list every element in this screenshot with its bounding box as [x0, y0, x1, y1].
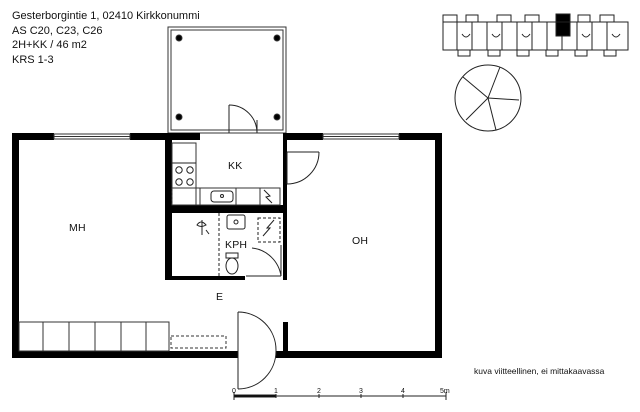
- wardrobes: [18, 321, 227, 352]
- room-label-e: E: [216, 291, 224, 303]
- floors-text: KRS 1-3: [12, 53, 54, 66]
- disclaimer-text: kuva viitteellinen, ei mittakaavassa: [474, 366, 605, 376]
- kitchen-sink-icon: [210, 190, 234, 203]
- scale-label: 3: [359, 388, 363, 395]
- scale-label: 2: [317, 388, 321, 395]
- key-plan-icon: [442, 13, 629, 57]
- header-info: Gesterborgintie 1, 02410 Kirkkonummi AS …: [12, 9, 200, 67]
- type-area-text: 2H+KK / 46 m2: [12, 39, 87, 51]
- shower-icon: [196, 220, 210, 235]
- scale-bar: [233, 392, 447, 400]
- stove-icon: [172, 162, 196, 186]
- toilet-icon: [225, 252, 239, 275]
- room-label-mh: MH: [69, 222, 86, 234]
- kitchen-counter: [171, 142, 281, 206]
- room-label-kph: KPH: [225, 239, 248, 251]
- scale-label: 0: [232, 388, 236, 395]
- outer-walls: [12, 133, 442, 358]
- interior-walls: [165, 140, 288, 351]
- balcony-door-icon: [228, 104, 258, 134]
- compass-icon: [454, 64, 522, 132]
- room-label-kk: KK: [228, 160, 243, 172]
- entrance-door-icon: [237, 311, 277, 390]
- fridge-icon: [263, 189, 273, 204]
- apartments-text: AS C20, C23, C26: [12, 24, 103, 37]
- room-label-oh: OH: [352, 235, 369, 247]
- bedroom-door-icon: [286, 151, 320, 185]
- address-text: Gesterborgintie 1, 02410 Kirkkonummi: [12, 10, 200, 22]
- bathroom-door-icon: [246, 245, 282, 277]
- scale-label: 1: [274, 388, 278, 395]
- scale-label: 4: [401, 388, 405, 395]
- bathroom-fixtures: [218, 213, 281, 276]
- scale-label: 5m: [440, 388, 450, 395]
- balcony: [167, 26, 287, 134]
- windows: [53, 133, 400, 140]
